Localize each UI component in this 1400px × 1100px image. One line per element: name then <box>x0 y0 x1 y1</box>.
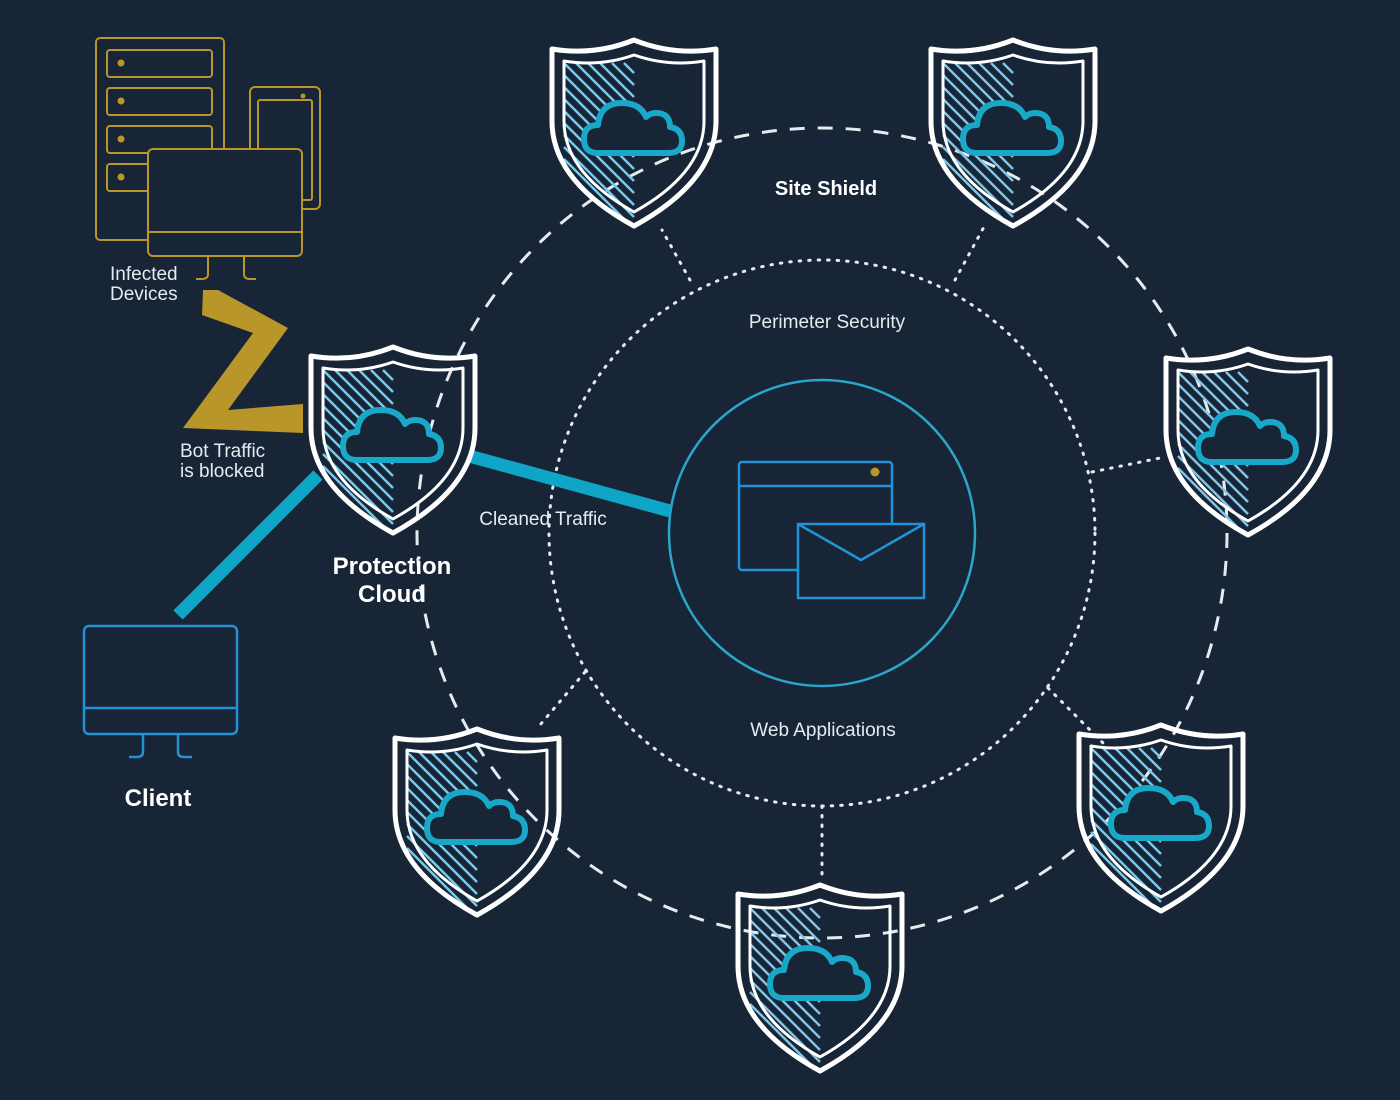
client-connection-line <box>173 470 323 620</box>
infected-devices-group <box>95 37 321 280</box>
protection-cloud-shield-icon <box>311 347 475 548</box>
web-applications-label: Web Applications <box>750 720 895 741</box>
cleaned-traffic-label: Cleaned Traffic <box>479 509 606 530</box>
cleaned-traffic-line <box>467 449 672 518</box>
protection-cloud-label-line1: Protection <box>333 553 452 580</box>
perimeter-connectors <box>538 223 1167 882</box>
site-shield-label: Site Shield <box>775 178 877 200</box>
lightning-bolt-icon <box>183 290 303 433</box>
shield-cloud-icon <box>395 729 559 930</box>
shield-cloud-icon <box>1166 349 1330 550</box>
bot-traffic-label-line2: is blocked <box>180 461 265 482</box>
envelope-icon <box>796 522 926 600</box>
site-shield-ring <box>415 126 1229 940</box>
shield-cloud-icon <box>931 40 1095 241</box>
bot-traffic-label-line1: Bot Traffic <box>180 441 265 462</box>
protection-cloud-label-line2: Cloud <box>358 581 426 608</box>
client-monitor-icon <box>82 624 239 759</box>
infected-monitor-icon <box>147 148 303 280</box>
web-applications-core <box>667 378 977 688</box>
shield-cloud-icon <box>552 40 716 241</box>
perimeter-security-label: Perimeter Security <box>749 312 906 333</box>
shield-cloud-icon <box>738 885 902 1086</box>
client-label: Client <box>125 785 192 812</box>
infected-devices-label-line2: Devices <box>110 284 178 305</box>
infected-devices-label-line1: Infected <box>110 264 178 285</box>
